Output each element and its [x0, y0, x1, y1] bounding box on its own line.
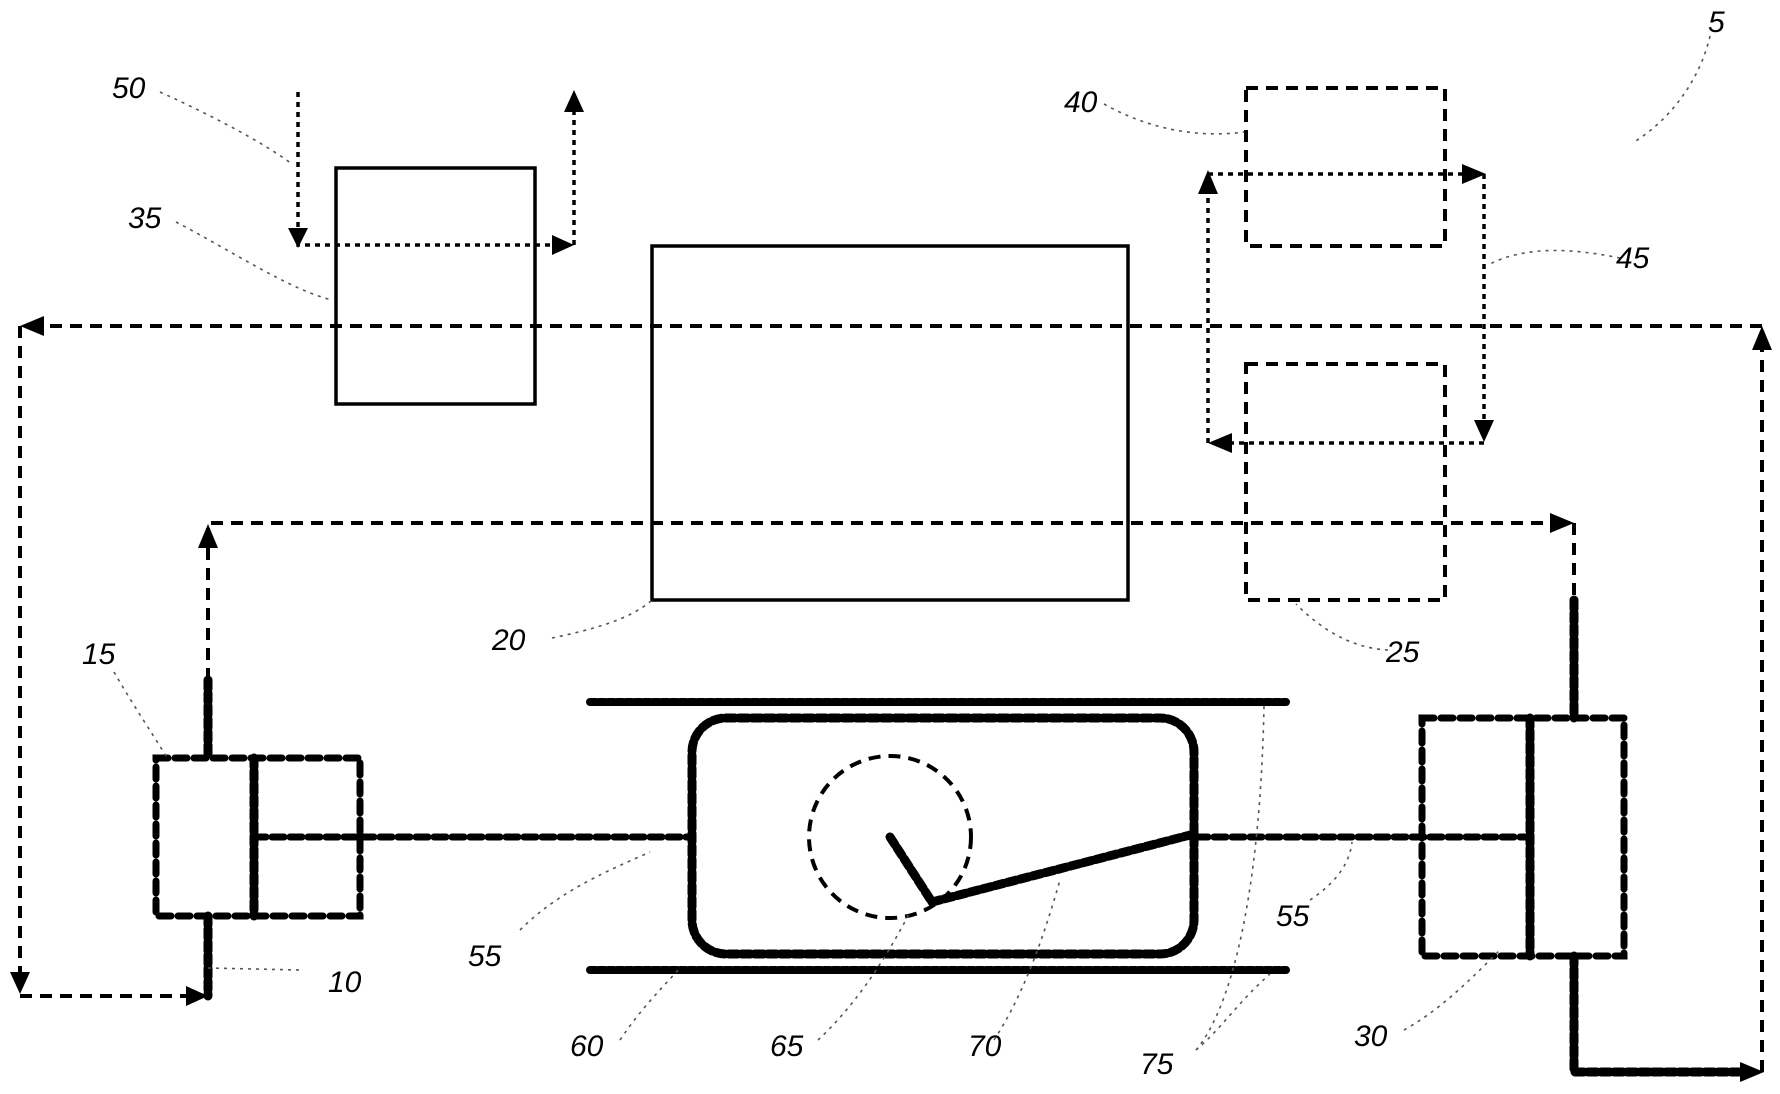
leader-20 [552, 600, 652, 638]
ref-label-55-right: 55 [1276, 900, 1310, 933]
arrow-head-45-left [1208, 433, 1232, 453]
leader-75 [1196, 706, 1264, 1050]
leader-70 [994, 880, 1060, 1040]
arrow-head-45-up [1198, 170, 1218, 194]
leader-65 [818, 912, 910, 1040]
component-35-box [336, 168, 535, 404]
ref-label-25: 25 [1385, 636, 1420, 669]
leader-50 [160, 92, 292, 164]
crank-arm [890, 837, 932, 902]
ref-label-30: 30 [1354, 1020, 1388, 1053]
arrow-head-outer-left [20, 316, 44, 336]
arrow-head-outer-down [10, 972, 30, 994]
ref-label-45: 45 [1616, 242, 1650, 275]
leader-35 [176, 222, 332, 300]
component-20-box [652, 246, 1128, 600]
ref-label-35: 35 [128, 202, 162, 235]
leader-55-right [1310, 842, 1352, 900]
leader-25 [1296, 604, 1388, 650]
arrow-head-45-right [1462, 164, 1486, 184]
leader-75b [1196, 974, 1270, 1050]
arrow-head-50-right [552, 235, 574, 255]
component-40-box [1246, 88, 1445, 246]
ref-label-10: 10 [328, 966, 362, 999]
ref-label-50: 50 [112, 72, 146, 105]
leader-55-left [520, 852, 650, 930]
leader-60 [620, 968, 680, 1040]
ref-label-55-left: 55 [468, 940, 502, 973]
ref-label-75: 75 [1140, 1048, 1174, 1081]
housing-60 [692, 718, 1194, 954]
leader-30 [1404, 950, 1500, 1030]
ref-label-20: 20 [491, 624, 526, 657]
leader-10 [208, 968, 300, 970]
ref-label-5: 5 [1708, 6, 1725, 39]
leader-5 [1634, 36, 1710, 142]
leader-15 [114, 672, 166, 756]
ref-label-70: 70 [968, 1030, 1002, 1063]
ref-label-40: 40 [1064, 86, 1098, 119]
leader-45 [1490, 251, 1620, 265]
arrow-head-50-up [564, 90, 584, 112]
ref-label-15: 15 [82, 638, 116, 671]
arrow-head-middle-right [1550, 513, 1574, 533]
component-30-outlet [1574, 956, 1740, 1072]
arrow-head-middle-up [198, 524, 218, 548]
ref-label-65: 65 [770, 1030, 804, 1063]
ref-label-60: 60 [570, 1030, 604, 1063]
arrow-head-outer-up [1752, 326, 1772, 350]
arrow-head-45-down [1474, 420, 1494, 442]
component-25-box [1246, 364, 1445, 600]
leader-40 [1104, 104, 1244, 134]
